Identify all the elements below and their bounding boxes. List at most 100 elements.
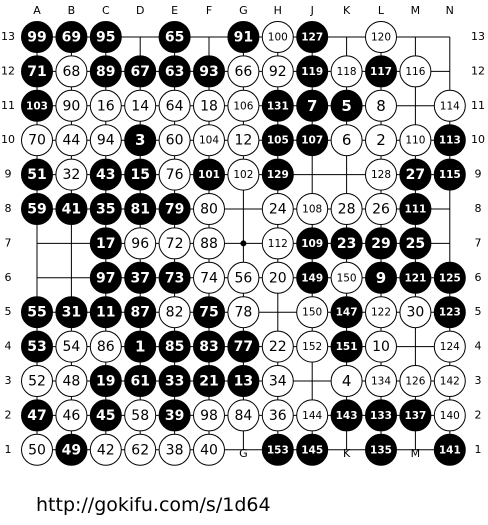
white-stone: 46 (55, 399, 88, 432)
move-number: 141 (439, 444, 461, 456)
white-stone: 62 (124, 433, 157, 466)
black-stone: 69 (55, 21, 88, 53)
stone-disc (296, 124, 329, 157)
move-number: 54 (62, 339, 80, 355)
white-stone: 64 (158, 89, 191, 122)
move-number: 51 (27, 167, 46, 183)
row-label: 6 (5, 271, 12, 284)
black-stone: 111 (399, 193, 432, 225)
black-stone: 113 (433, 124, 466, 157)
move-number: 7 (307, 97, 317, 115)
move-number: 118 (337, 66, 357, 78)
move-number: 117 (370, 66, 392, 78)
white-stone: 24 (261, 193, 294, 225)
stone-disc (433, 124, 466, 157)
stone-disc (227, 89, 260, 122)
stone-disc (193, 433, 225, 466)
move-number: 127 (301, 32, 323, 44)
white-stone: 26 (365, 193, 397, 225)
stone-disc (330, 89, 363, 122)
stone-disc (89, 55, 122, 88)
coordinate-labels: AABBCCDDEEFFGGHHJJKKLLMMNN13131212111110… (1, 4, 485, 460)
stone-disc (193, 330, 225, 363)
stone-disc (261, 261, 294, 294)
black-stone: 141 (433, 433, 466, 466)
move-number: 81 (130, 202, 149, 218)
move-number: 120 (371, 32, 391, 44)
move-number: 41 (62, 202, 81, 218)
black-stone: 63 (158, 55, 191, 88)
stone-disc (330, 227, 363, 260)
move-number: 70 (28, 133, 46, 149)
row-label: 8 (5, 202, 12, 215)
move-number: 58 (131, 408, 149, 424)
black-stone: 55 (21, 296, 53, 329)
stone-disc (55, 158, 88, 191)
stone-disc (124, 89, 157, 122)
row-label: 10 (1, 133, 15, 146)
move-number: 9 (376, 269, 386, 287)
stone-disc (124, 158, 157, 191)
white-stone: 88 (193, 227, 225, 260)
stone-disc (296, 433, 329, 466)
move-number: 22 (269, 339, 287, 355)
white-stone: 114 (433, 89, 466, 122)
row-label: 12 (471, 64, 485, 77)
black-stone: 79 (158, 193, 191, 225)
stone-disc (89, 296, 122, 329)
stone-disc (365, 55, 397, 88)
move-number: 143 (336, 410, 358, 422)
move-number: 94 (97, 133, 115, 149)
black-stone: 39 (158, 399, 191, 432)
black-stone: 143 (330, 399, 363, 432)
move-number: 134 (371, 376, 391, 388)
stone-disc (365, 261, 397, 294)
move-number: 103 (26, 100, 48, 112)
stone-disc (55, 433, 88, 466)
move-number: 82 (166, 305, 184, 321)
black-stone: 27 (399, 158, 432, 191)
stone-disc (89, 330, 122, 363)
black-stone: 127 (296, 21, 329, 53)
move-number: 125 (439, 272, 461, 284)
black-stone: 45 (89, 399, 122, 432)
stone-disc (365, 399, 397, 432)
move-number: 106 (233, 100, 253, 112)
move-number: 98 (200, 408, 218, 424)
move-number: 34 (269, 374, 287, 390)
white-stone: 36 (261, 399, 294, 432)
move-number: 28 (338, 202, 356, 218)
white-stone: 14 (124, 89, 157, 122)
black-stone: 41 (55, 193, 88, 225)
move-number: 62 (131, 442, 149, 458)
stone-disc (158, 365, 191, 397)
stone-disc (296, 330, 329, 363)
stone-disc (21, 330, 53, 363)
move-number: 17 (96, 236, 115, 252)
move-number: 67 (130, 64, 149, 80)
source-url[interactable]: http://gokifu.com/s/1d64 (36, 494, 271, 516)
move-number: 16 (97, 98, 115, 114)
move-number: 12 (234, 133, 252, 149)
move-number: 91 (234, 30, 253, 46)
stone-disc (227, 330, 260, 363)
row-label: 6 (475, 271, 482, 284)
black-stone: 37 (124, 261, 157, 294)
move-number: 45 (96, 408, 115, 424)
row-label: 11 (1, 99, 15, 112)
black-stone: 65 (158, 21, 191, 53)
black-stone: 15 (124, 158, 157, 191)
black-stone: 145 (296, 433, 329, 466)
black-stone: 35 (89, 193, 122, 225)
stone-disc (261, 124, 294, 157)
row-label: 10 (471, 133, 485, 146)
stone-disc (365, 89, 397, 122)
black-stone: 9 (365, 261, 397, 294)
move-number: 114 (440, 100, 460, 112)
row-label: 2 (475, 408, 482, 421)
stone-disc (399, 261, 432, 294)
black-stone: 123 (433, 296, 466, 329)
stone-disc (124, 227, 157, 260)
stone-disc (158, 158, 191, 191)
move-number: 74 (200, 270, 218, 286)
